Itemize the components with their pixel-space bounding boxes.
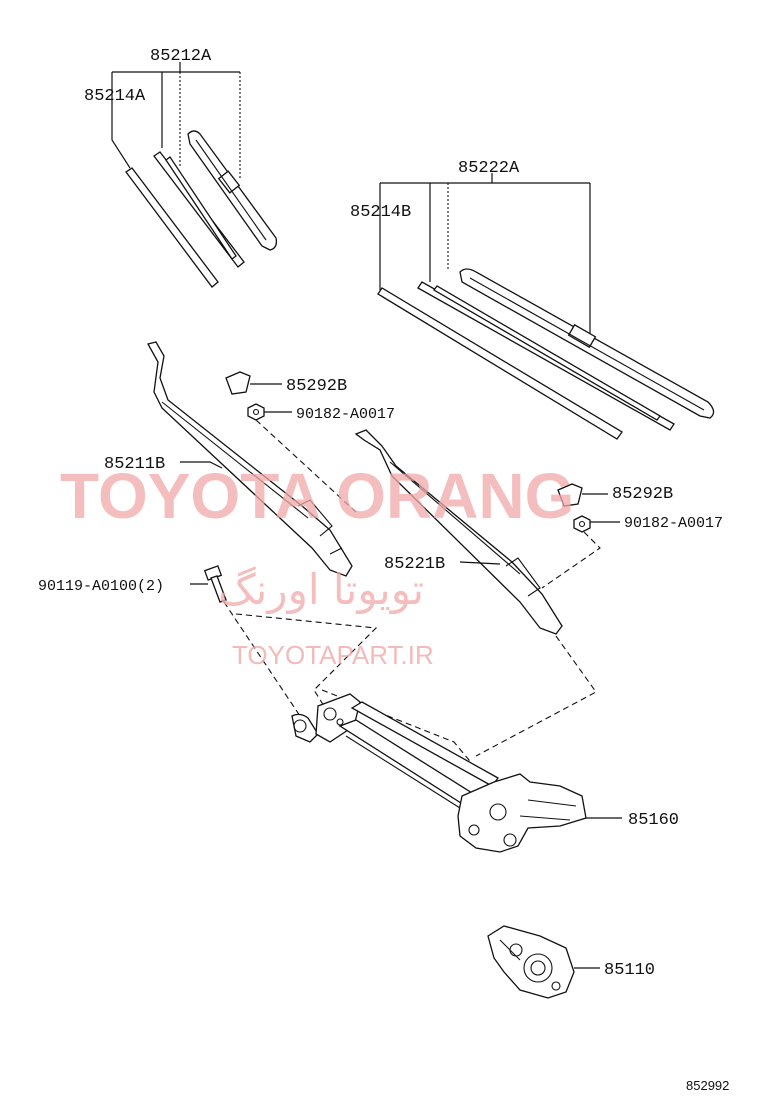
label-90182-1[interactable]: 90182-A0017 (296, 406, 395, 423)
label-85222A[interactable]: 85222A (458, 159, 520, 178)
label-90119[interactable]: 90119-A0100(2) (38, 578, 164, 595)
label-85292B-2[interactable]: 85292B (612, 485, 673, 504)
label-85292B-1[interactable]: 85292B (286, 377, 347, 396)
label-85211B[interactable]: 85211B (104, 455, 165, 474)
label-85214A[interactable]: 85214A (84, 87, 146, 106)
label-85160[interactable]: 85160 (628, 811, 679, 830)
watermark-persian: تویوتا اورنگ (218, 565, 424, 614)
nut-2[interactable] (541, 515, 620, 589)
wiper-arm-right[interactable] (354, 429, 563, 635)
label-85221B[interactable]: 85221B (384, 555, 445, 574)
wiper-arm-left[interactable] (147, 341, 353, 577)
diagram-reference: 852992 (686, 1078, 729, 1093)
watermark-site: TOYOTAPART.IR (232, 640, 434, 670)
blade-rubber-left[interactable] (125, 167, 219, 288)
nut-1[interactable] (247, 403, 357, 513)
label-85212A[interactable]: 85212A (150, 47, 212, 66)
wiper-blade-right-group (377, 173, 715, 440)
arm-cap-1[interactable] (225, 371, 282, 395)
wiper-motor[interactable] (487, 925, 600, 999)
arm-cap-2[interactable] (557, 483, 608, 507)
wiper-blade-left-group (111, 62, 278, 288)
label-85214B[interactable]: 85214B (350, 203, 411, 222)
label-90182-2[interactable]: 90182-A0017 (624, 515, 723, 532)
watermark-brand: TOYOTA ORANG (60, 460, 574, 532)
wiper-link-assembly[interactable] (291, 693, 622, 853)
bolt-90119[interactable] (190, 565, 378, 717)
label-85110[interactable]: 85110 (604, 961, 655, 980)
blade-rubber-right[interactable] (377, 287, 623, 440)
